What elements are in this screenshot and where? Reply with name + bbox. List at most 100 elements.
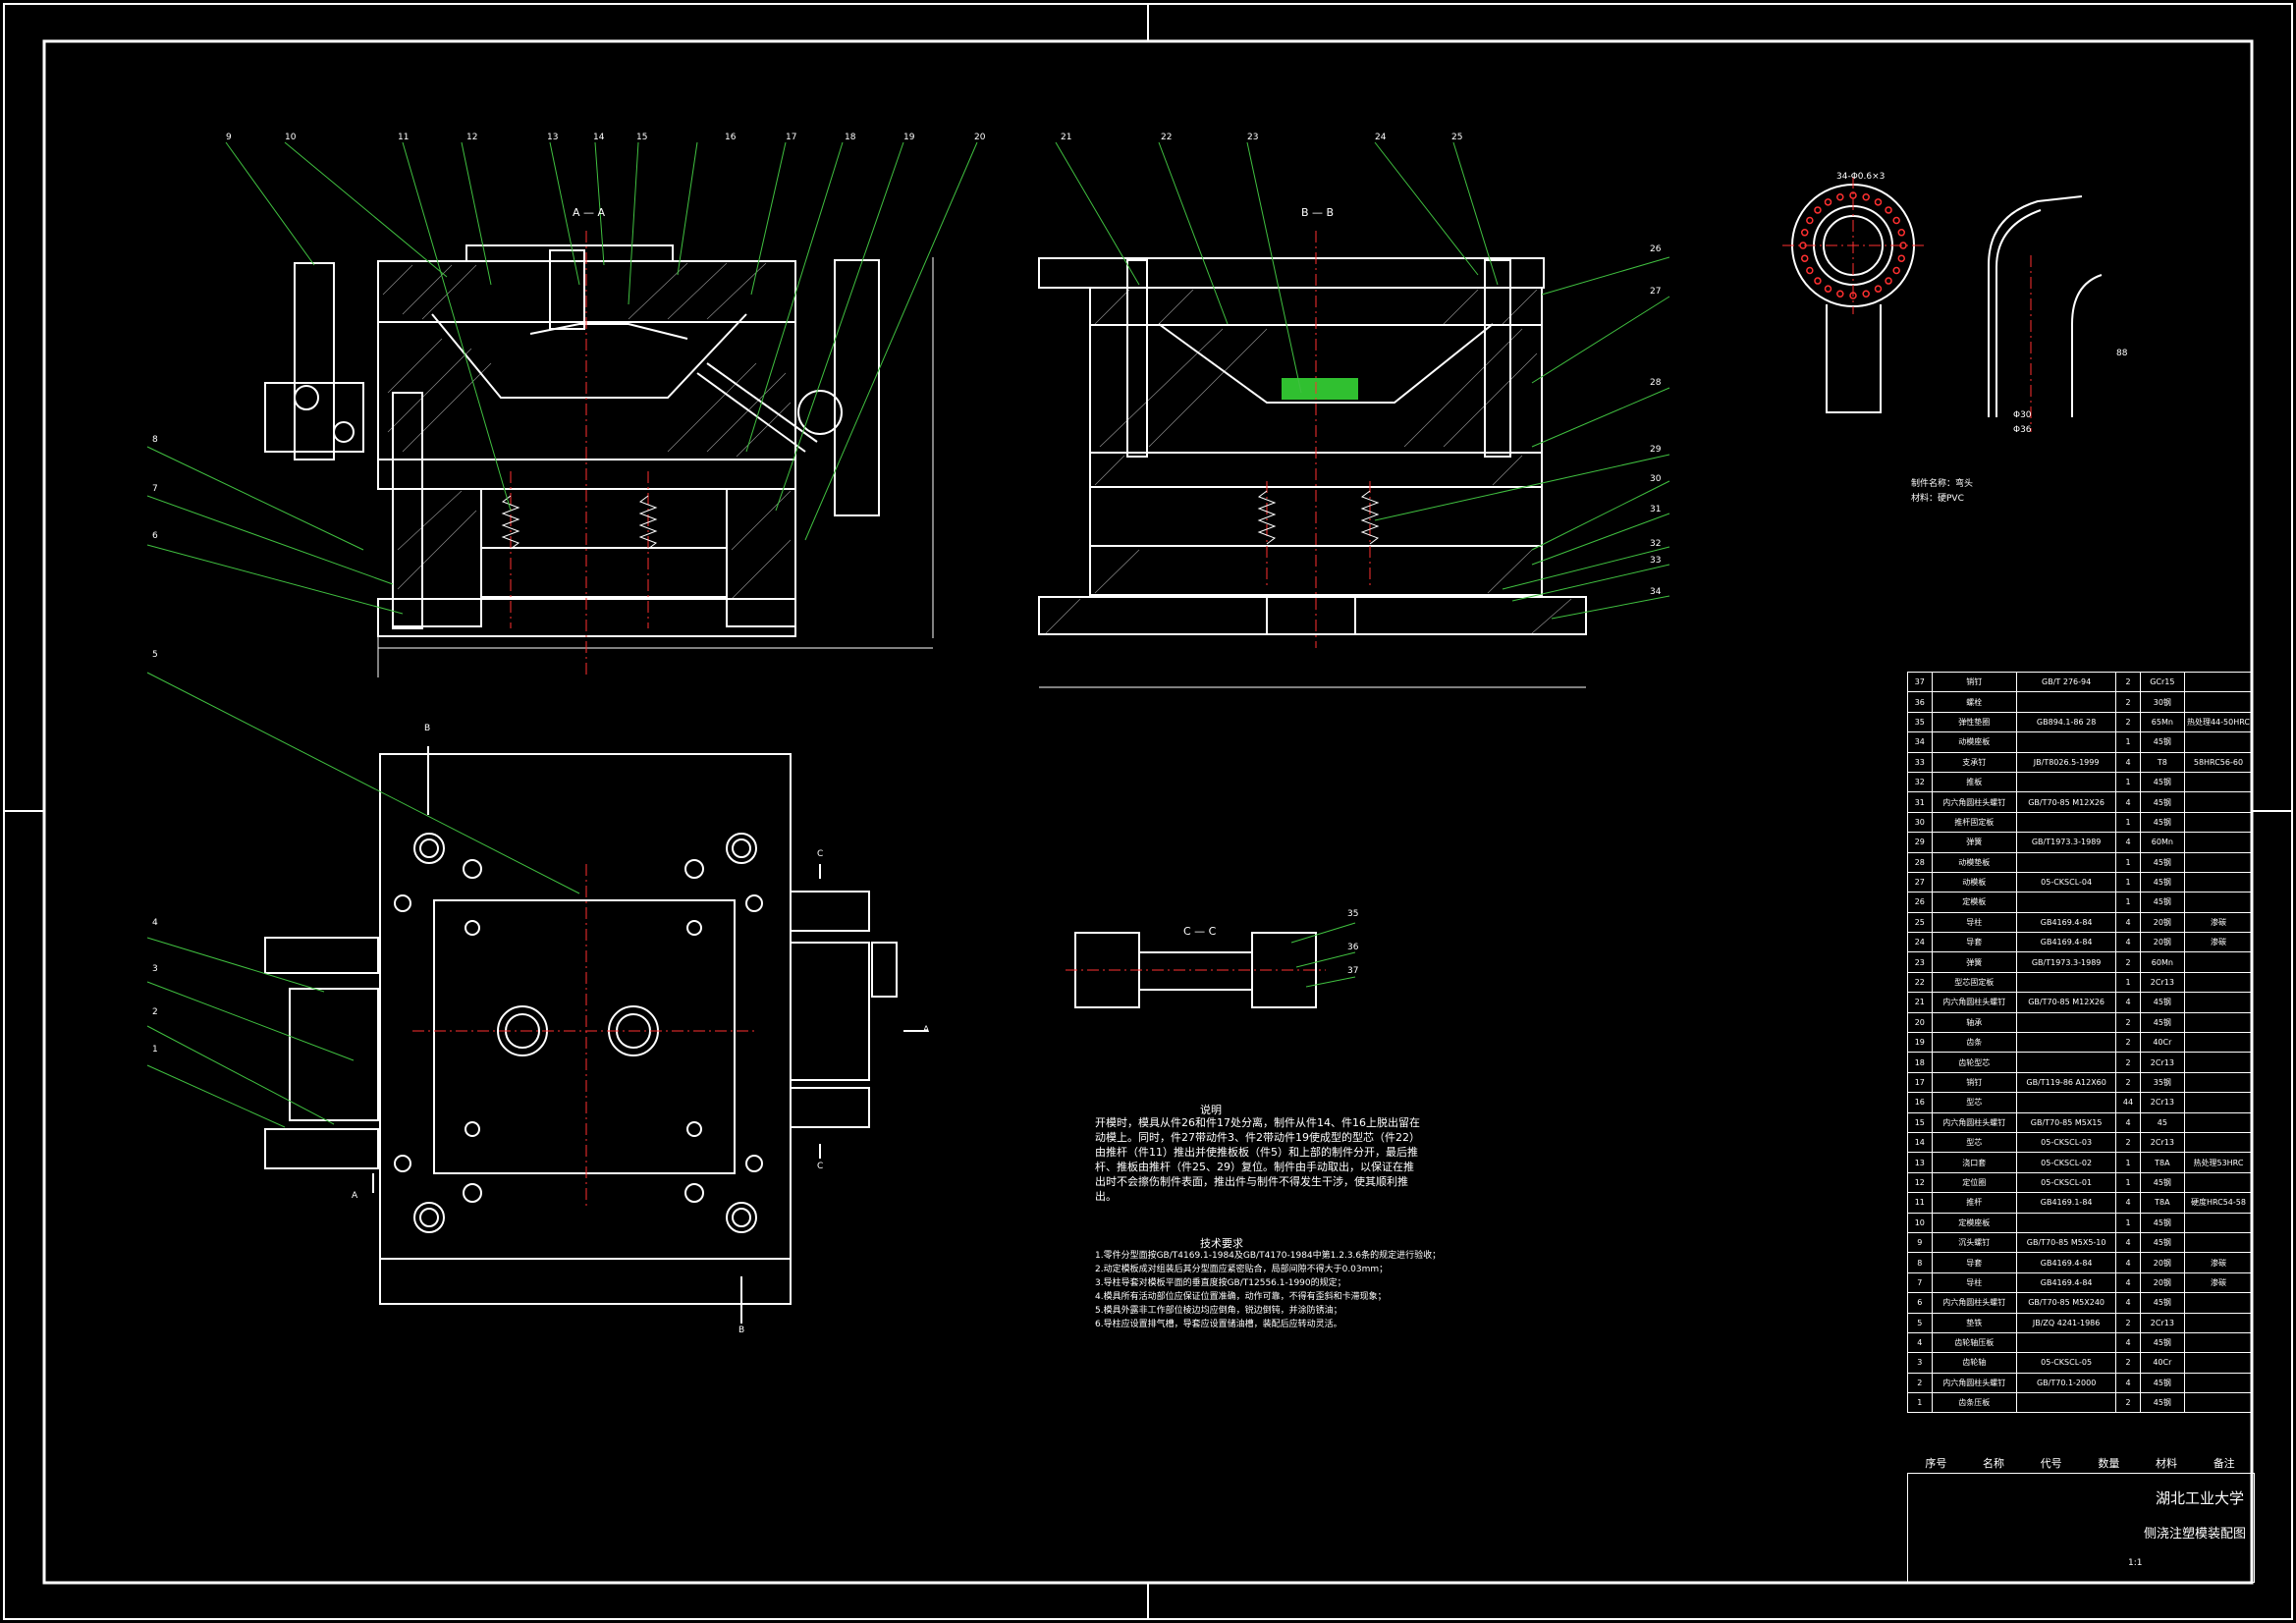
tech-line: 2.动定模板成对组装后其分型面应紧密贴合，局部间隙不得大于0.03mm； [1095,1265,1389,1274]
bom-cell [2016,1011,2117,1034]
callout-29: 29 [1650,445,1662,455]
bom-cell: 7 [1907,1271,1933,1294]
tech-requirements: 1.零件分型面按GB/T4169.1-1984及GB/T4170-1984中第1… [1095,1249,1468,1331]
bom-cell: 弹性垫圈 [1931,711,2018,733]
vent-hole [1897,229,1906,237]
callout-16: 16 [725,133,737,142]
callout-11: 11 [398,133,410,142]
bom-cell: 13 [1907,1152,1933,1173]
bom-cell [2016,731,2117,753]
bom-cell: 30 [1907,811,1933,834]
bom-cell: 10 [1907,1212,1933,1233]
vent-hole [1824,198,1832,206]
bom-cell: 动模垫板 [1931,851,2018,873]
b-b-highlight-core [1282,378,1358,400]
vent-hole [1806,266,1814,275]
callout-37: 37 [1347,966,1359,976]
part-dim-d36: Φ36 [2013,425,2032,435]
callout-26: 26 [1650,244,1662,254]
bom-cell: 45钢 [2139,871,2185,893]
vent-hole [1836,290,1844,298]
marker-a-left: A [352,1191,358,1201]
bom-cell: 2 [2115,1312,2141,1333]
bom-cell: 5 [1907,1312,1933,1333]
bom-cell: 4 [2115,1292,2141,1314]
bom-cell: 定位圈 [1931,1171,2018,1194]
tech-line: 6.导柱应设置排气槽，导套应设置储油槽，装配后应转动灵活。 [1095,1320,1342,1329]
section-cut-lines [372,746,928,1324]
callout-19: 19 [903,133,915,142]
bom-cell: 4 [2115,1372,2141,1394]
bom-cell: 40Cr [2139,1352,2185,1374]
bom-cell [2016,1331,2117,1354]
callout-4: 4 [152,918,158,928]
bom-cell: 1 [2115,731,2141,753]
bom-cell: 垫铁 [1931,1312,2018,1333]
bom-cell: 4 [2115,1192,2141,1214]
bom-cell: 45钢 [2139,1231,2185,1254]
bom-cell: GB/T1973.3-1989 [2016,832,2117,853]
callout-22: 22 [1161,133,1173,142]
bom-cell: 弹簧 [1931,951,2018,973]
part-dim-d30: Φ30 [2013,410,2032,420]
callout-34: 34 [1650,587,1662,597]
bom-cell [2183,1312,2254,1333]
bom-cell: 1 [2115,1152,2141,1173]
bom-cell: GB/T70.1-2000 [2016,1372,2117,1394]
bom-cell: 11 [1907,1192,1933,1214]
bom-header: 序号 名称 代号 数量 材料 备注 [1907,1455,2253,1473]
bom-cell: 2 [2115,1131,2141,1154]
bom-cell: 1 [2115,811,2141,834]
callout-21: 21 [1061,133,1072,142]
bom-cell: 内六角圆柱头螺钉 [1931,791,2018,813]
vent-hole [1814,277,1822,285]
bom-cell: 2Cr13 [2139,1052,2185,1073]
bom-cell: 24 [1907,932,1933,953]
bom-cell [2016,771,2117,793]
bom-cell: 动模座板 [1931,731,2018,753]
bom-cell: 螺栓 [1931,691,2018,713]
callout-31: 31 [1650,505,1662,514]
bom-cell [2183,971,2254,994]
bom-cell: GB/T70-85 M5X15 [2016,1111,2117,1133]
bom-header-no: 序号 [1925,1457,1947,1470]
bom-cell: 齿轮型芯 [1931,1052,2018,1073]
bom-cell: 动模板 [1931,871,2018,893]
bom-cell: 45钢 [2139,771,2185,793]
bom-cell: GCr15 [2139,671,2185,693]
vent-hole [1897,254,1906,262]
vent-hole [1885,206,1892,214]
tech-title: 技术要求 [1200,1237,1243,1250]
vent-hole [1874,285,1883,293]
bom-cell: 销钉 [1931,1071,2018,1094]
bom-cell [2183,1352,2254,1374]
bom-cell: 沉头螺钉 [1931,1231,2018,1254]
bom-cell: 45钢 [2139,1331,2185,1354]
bom-cell: 2 [2115,711,2141,733]
bom-cell [2183,1372,2254,1394]
bom-cell: GB/T1973.3-1989 [2016,951,2117,973]
bom-cell: 40Cr [2139,1032,2185,1054]
bom-cell: 58HRC56-60 [2183,751,2254,773]
bom-cell: 2 [2115,951,2141,973]
bom-cell: 05-CKSCL-03 [2016,1131,2117,1154]
bom-header-code: 代号 [2040,1457,2062,1470]
bom-cell [2016,892,2117,913]
vent-hole [1874,198,1883,206]
vent-hole [1824,285,1832,293]
bom-cell: 19 [1907,1032,1933,1054]
bom-cell: 37 [1907,671,1933,693]
section-title-b-b: B — B [1301,206,1335,219]
